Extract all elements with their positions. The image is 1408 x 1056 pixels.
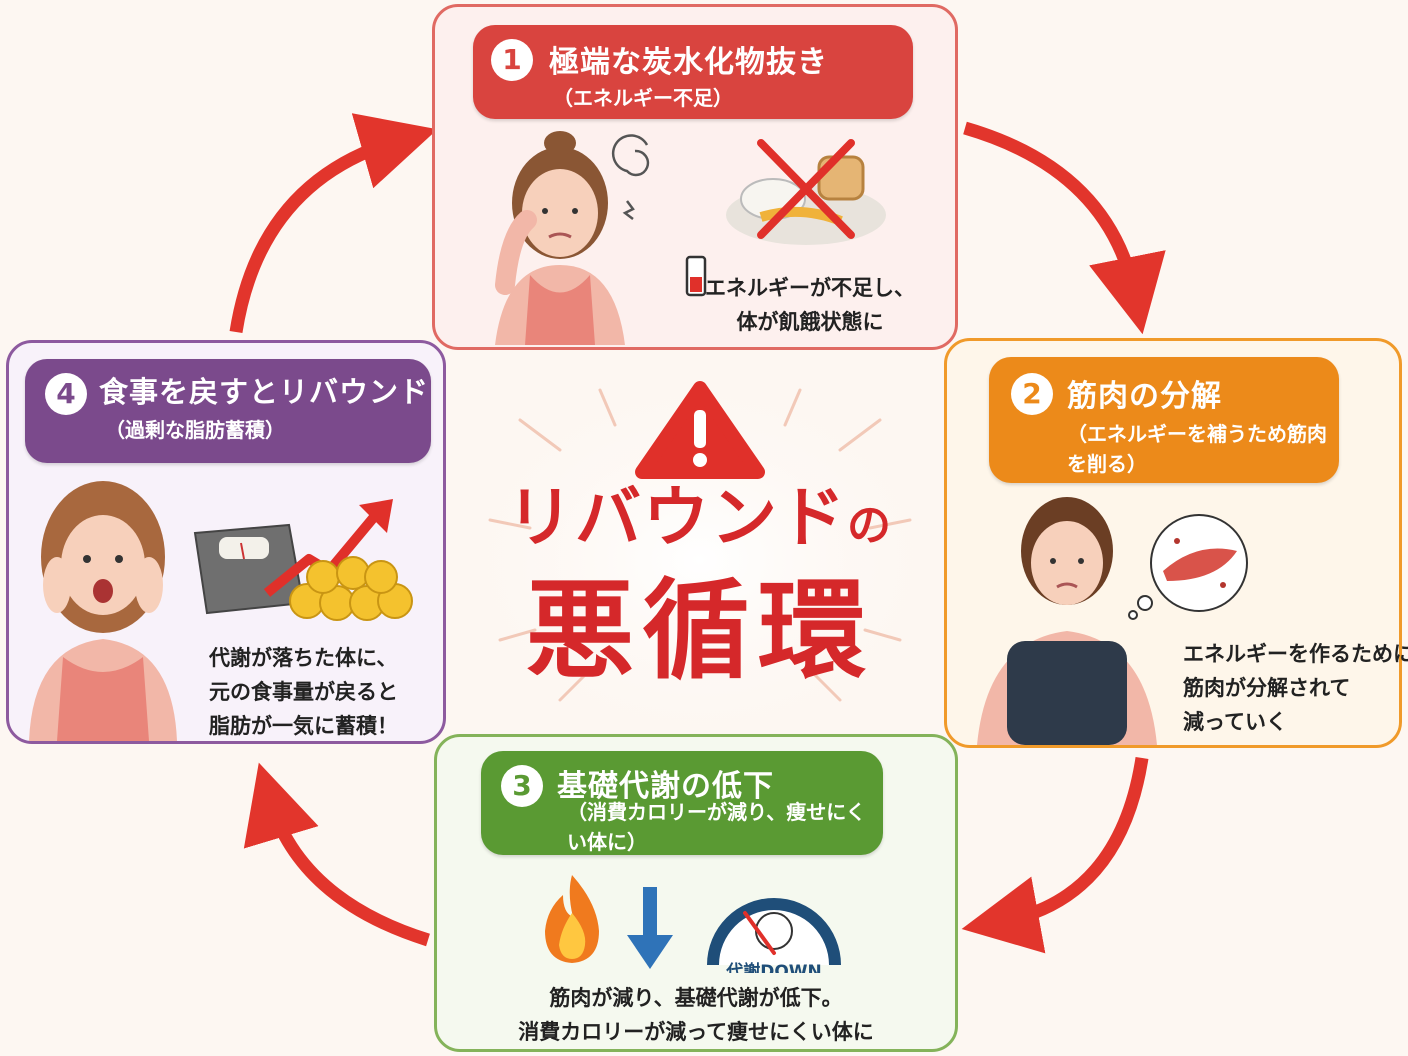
center-title-line2: 悪循環 [525,569,874,694]
description-line: 代謝が落ちた体に、 [209,646,398,670]
step-subtitle: （エネルギーを補うため筋肉を削る） [1067,422,1327,476]
flame-icon [545,875,599,963]
description-line: 筋肉が減り、基礎代謝が低下。 [549,986,843,1010]
muscle-icon [1128,514,1248,620]
description-line: 元の食事量が戻ると [209,680,398,704]
step-subtitle: （消費カロリーが減り、痩せにくい体に） [567,800,866,854]
step-header-1: 1 極端な炭水化物抜き （エネルギー不足） [473,25,913,119]
step-number: 2 [1011,373,1053,415]
step-number: 1 [491,39,533,81]
step-title: 基礎代謝の低下 [557,769,774,804]
arrow-2-to-3 [961,757,1149,954]
step-header-4: 4 食事を戻すとリバウンド （過剰な脂肪蓄積） [25,359,431,463]
step-card-1: 1 極端な炭水化物抜き （エネルギー不足） [432,4,958,350]
step-header-2: 2 筋肉の分解 （エネルギーを補うため筋肉を削る） [989,357,1339,483]
description-line: 減っていく [1183,710,1287,734]
arrow-1-to-2 [963,121,1166,335]
description-line: 脂肪が一気に蓄積！ [209,714,398,738]
no-carbs-plate-icon [726,139,886,245]
description-line: 体が飢餓状態に [736,310,884,334]
step-card-4: 4 食事を戻すとリバウンド （過剰な脂肪蓄積） [6,340,446,744]
worried-woman [977,497,1157,745]
low-battery-icon [685,255,707,297]
fat-cells-icon [289,556,413,621]
step-description: 筋肉が減り、基礎代謝が低下。 消費カロリーが減って痩せにくい体に [437,981,955,1049]
gauge-label: 代謝DOWN [725,961,822,973]
step-subtitle: （過剰な脂肪蓄積） [105,418,285,442]
description-line: エネルギーを作るために、 [1183,642,1408,666]
description-line: エネルギーが不足し、 [705,276,915,300]
step-number: 3 [501,765,543,807]
arrow-3-to-4 [243,762,430,947]
center-title: リバウンドの 悪循環 [470,478,930,692]
description-line: 消費カロリーが減って痩せにくい体に [518,1020,874,1044]
step-card-2: 2 筋肉の分解 （エネルギーを補うため筋肉を削る） エネルギーを作るために、 筋… [944,338,1408,748]
step-title: 筋肉の分解 [1067,379,1222,414]
step-description: エネルギーが不足し、 体が飢餓状態に [705,271,915,339]
step-description: 代謝が落ちた体に、 元の食事量が戻ると 脂肪が一気に蓄積！ [209,641,398,743]
description-line: 筋肉が分解されて [1183,676,1351,700]
step-title: 食事を戻すとリバウンド [99,375,430,409]
down-arrow-icon [627,887,673,969]
shocked-woman [29,481,177,741]
metabolism-gauge-icon: 代謝DOWN [707,898,841,973]
step-subtitle: （エネルギー不足） [553,86,733,110]
step-header-3: 3 基礎代謝の低下 （消費カロリーが減り、痩せにくい体に） [481,751,883,855]
step-title: 極端な炭水化物抜き [549,45,828,80]
step-description: エネルギーを作るために、 筋肉が分解されて 減っていく [1183,637,1408,739]
step-card-3: 3 基礎代謝の低下 （消費カロリーが減り、痩せにくい体に） 代謝DOWN 筋肉が… [434,734,958,1052]
dizzy-swirl-icon [611,134,650,220]
arrow-4-to-1 [229,113,438,334]
center-title-line1: リバウンドの [507,479,893,556]
warning-icon [635,381,765,479]
step-number: 4 [45,373,87,415]
worried-woman [495,131,625,345]
